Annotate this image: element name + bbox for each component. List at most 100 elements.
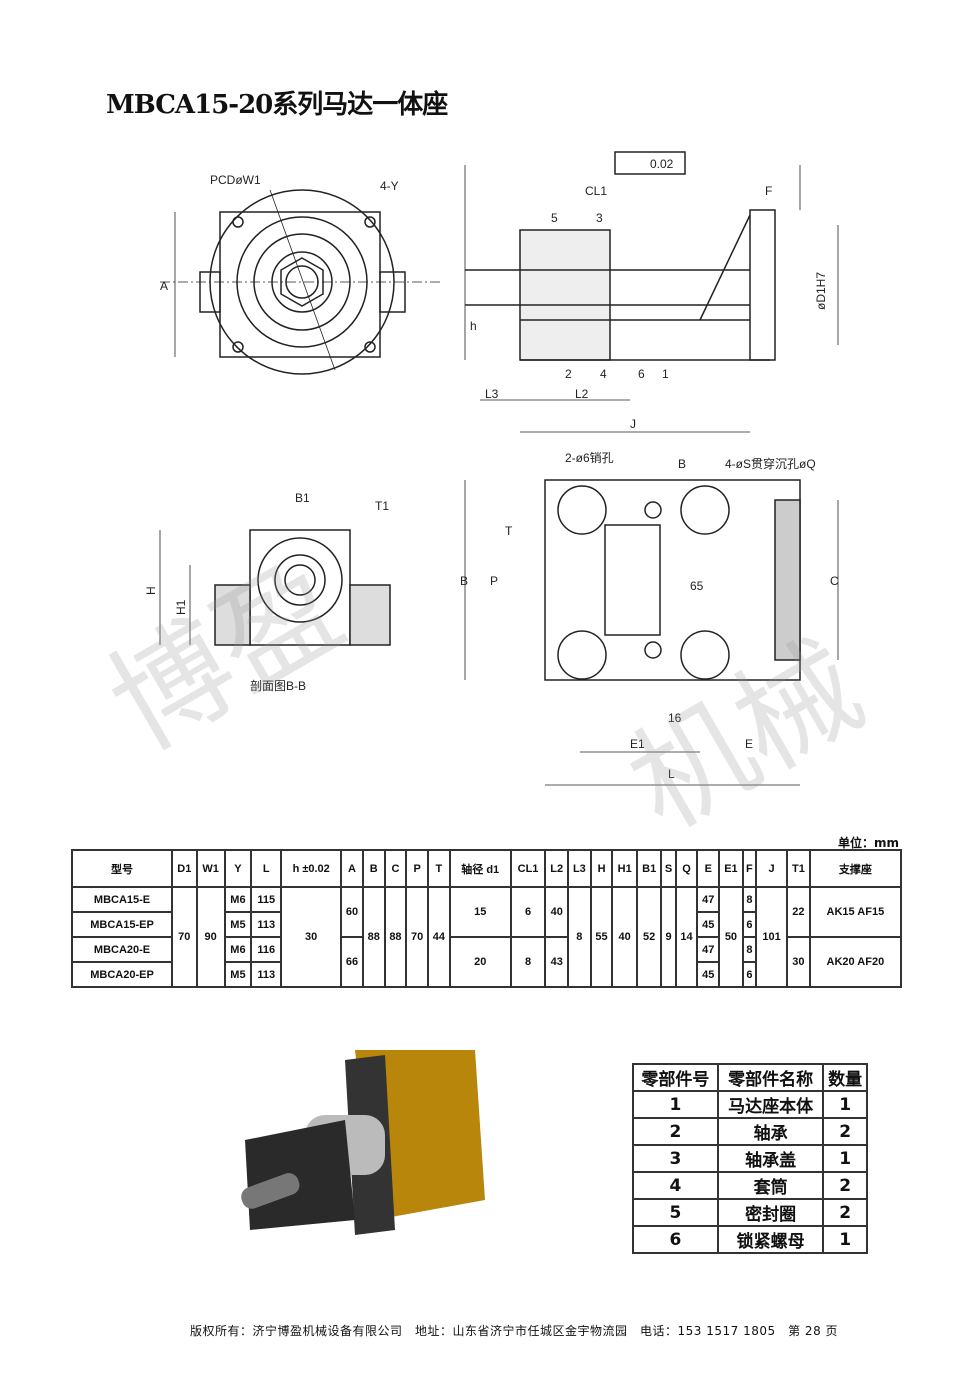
table-cell: 50 (718, 886, 744, 988)
f-label: F (765, 184, 772, 198)
pin-hole-label: 2-ø6销孔 (565, 451, 614, 465)
column-header: H1 (611, 849, 638, 888)
column-header: h ±0.02 (280, 849, 343, 888)
table-cell: 1 (822, 1225, 868, 1254)
table-cell: 6 (741, 961, 758, 988)
column-header: T (427, 849, 451, 888)
table-cell: 6 (741, 911, 758, 938)
table-cell: 52 (635, 886, 663, 988)
table-cell: 44 (427, 886, 451, 988)
footer: 版权所有：济宁博盈机械设备有限公司 地址：山东省济宁市任城区金宇物流园 电话：1… (190, 1324, 839, 1338)
column-header: L3 (567, 849, 592, 888)
part-callout: 5 (551, 211, 558, 225)
table-cell: 15 (448, 886, 512, 938)
dim-65: 65 (690, 579, 704, 593)
column-header: 型号 (70, 849, 174, 888)
table-cell: 轴承盖 (716, 1144, 825, 1173)
c-label: C (830, 574, 839, 588)
table-cell: 套筒 (716, 1171, 825, 1200)
pcd-label: PCDøW1 (210, 173, 261, 187)
table-cell: 5 (632, 1198, 719, 1227)
column-header: CL1 (509, 849, 547, 888)
column-header: T1 (786, 849, 811, 888)
flatness-value: 0.02 (650, 157, 674, 171)
a-label: A (160, 279, 168, 293)
table-cell: 43 (544, 936, 570, 988)
table-cell: 45 (696, 911, 721, 938)
table-cell: 30 (786, 936, 811, 988)
column-header: S (660, 849, 677, 888)
column-header: E1 (718, 849, 744, 888)
section-mark: B (678, 457, 686, 471)
table-cell: 4 (632, 1171, 719, 1200)
table-cell: M5 (223, 961, 253, 988)
column-header: E (696, 849, 721, 888)
table-cell: 20 (448, 936, 512, 988)
t-label: T (505, 524, 513, 538)
model-name: MBCA20-E (70, 936, 174, 963)
section-label: 剖面图B-B (250, 679, 306, 693)
product-photo (241, 1050, 485, 1235)
d1h7-label: øD1H7 (814, 272, 828, 310)
support-model: AK20 AF20 (808, 936, 903, 988)
table-cell: 101 (755, 886, 789, 988)
table-cell: 2 (822, 1117, 868, 1146)
table-cell: 47 (696, 936, 721, 963)
table-cell: 45 (696, 961, 721, 988)
part-callout: 1 (662, 367, 669, 381)
table-cell: 6 (509, 886, 547, 938)
table-cell: 70 (171, 886, 198, 988)
table-cell: 2 (632, 1117, 719, 1146)
technical-drawings: PCDøW1 4-Y A 0.02 CL1 F øD1H7 h L3 L2 J … (144, 151, 839, 786)
dim-16: 16 (668, 711, 682, 725)
table-cell: 9 (660, 886, 677, 988)
table-cell: 113 (250, 961, 283, 988)
column-header: W1 (195, 849, 226, 888)
b1-label: B1 (295, 491, 310, 505)
table-cell: 锁紧螺母 (716, 1225, 825, 1254)
table-cell: 22 (786, 886, 811, 938)
column-header: P (405, 849, 430, 888)
table-cell: 115 (250, 886, 283, 913)
table-cell: 88 (383, 886, 408, 988)
part-callout: 6 (638, 367, 645, 381)
table-cell: 1 (632, 1090, 719, 1119)
table-cell: 40 (544, 886, 570, 938)
part-callout: 4 (600, 367, 607, 381)
column-header: F (741, 849, 758, 888)
h1-label: H1 (174, 599, 188, 615)
unit-label: 单位：mm (838, 836, 900, 850)
h-label: h (470, 319, 477, 333)
table-cell: 2 (822, 1171, 868, 1200)
column-header: L (250, 849, 283, 888)
table-cell: 66 (340, 936, 364, 988)
section-bb-view (159, 529, 391, 646)
column-header: L2 (544, 849, 570, 888)
table-cell: 90 (195, 886, 226, 988)
table-cell: 3 (632, 1144, 719, 1173)
e-label: E (745, 737, 753, 751)
l3-label: L3 (485, 387, 499, 401)
l-label: L (668, 767, 675, 781)
table-cell: 88 (361, 886, 386, 988)
table-cell: 60 (340, 886, 364, 938)
support-model: AK15 AF15 (808, 886, 903, 938)
table-cell: 116 (250, 936, 283, 963)
j-label: J (630, 417, 636, 431)
b-label: B (460, 574, 468, 588)
table-cell: 8 (741, 936, 758, 963)
table-cell: 8 (741, 886, 758, 913)
table-cell: 8 (509, 936, 547, 988)
p-label: P (490, 574, 498, 588)
table-cell: 113 (250, 911, 283, 938)
hh-label: H (144, 586, 158, 595)
